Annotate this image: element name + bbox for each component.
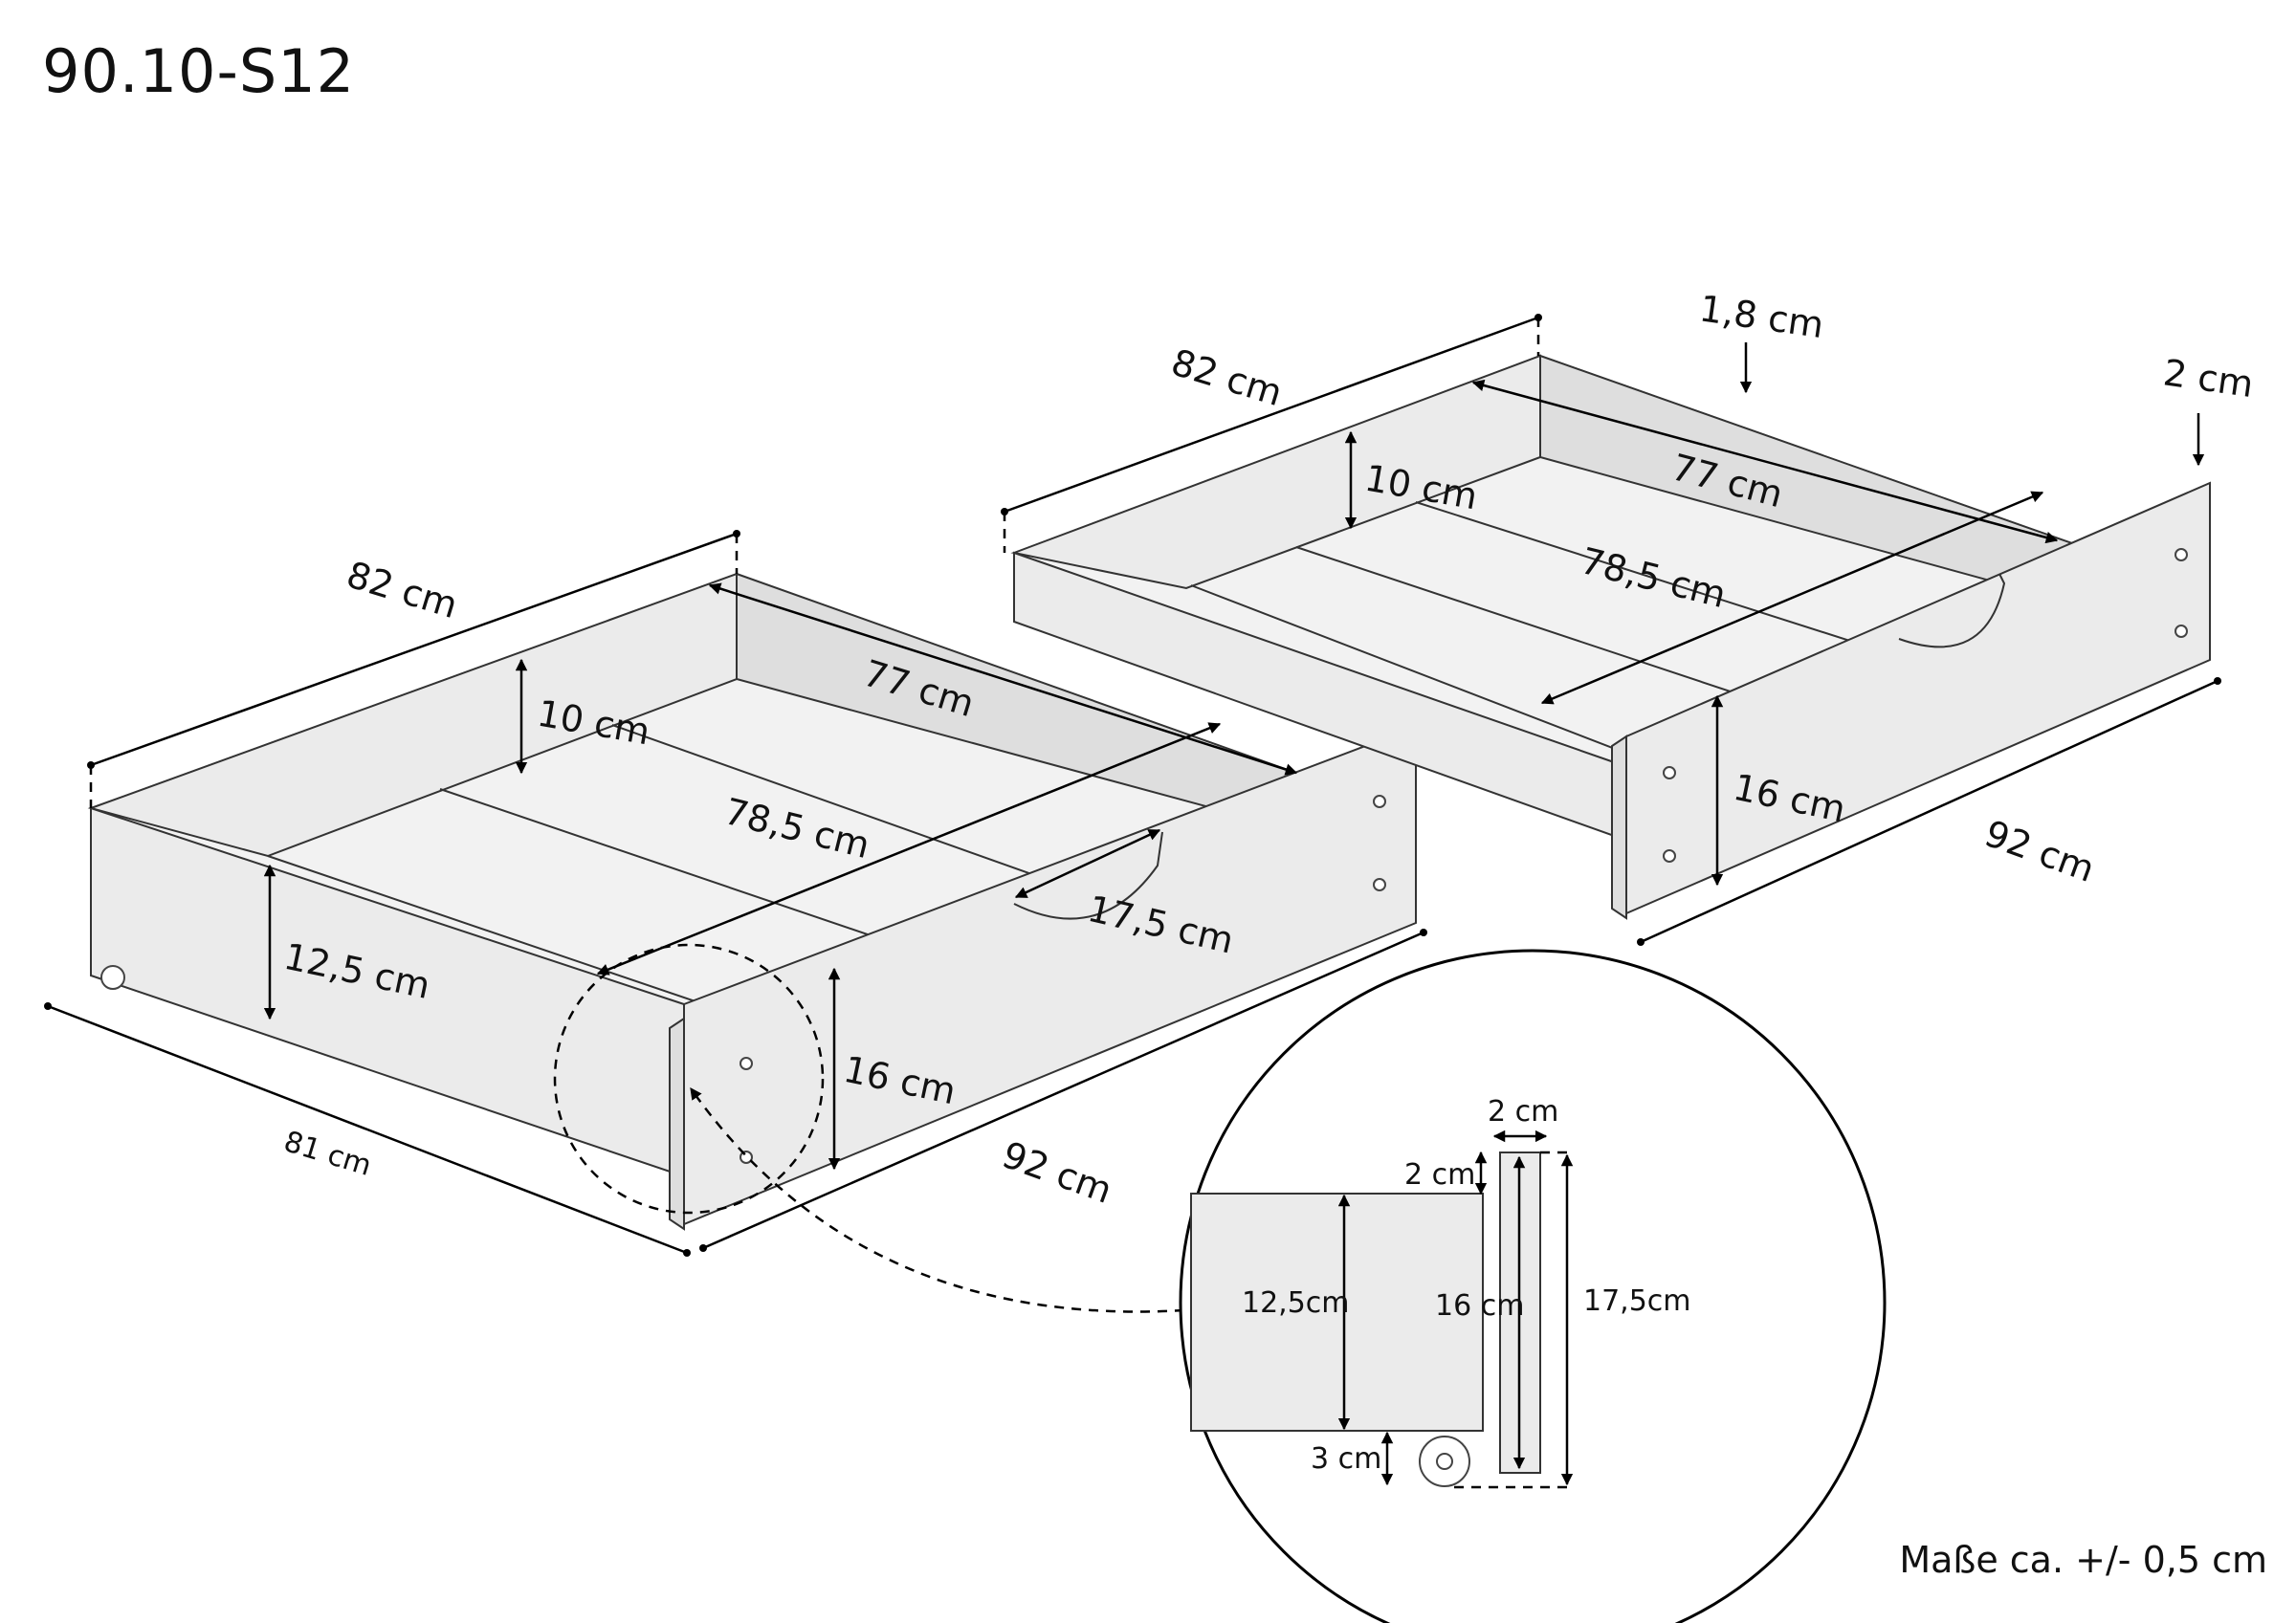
right-drawer-screw-hole — [2175, 548, 2188, 561]
left-drawer: 82 cm 77 cm 10 cm 78,5 cm 12,5 cm 16 cm … — [44, 530, 1427, 1257]
left-drawer-screw-hole — [740, 1057, 753, 1070]
detail-source-circle — [553, 943, 825, 1215]
detail-label-side-height: 12,5cm — [1242, 1286, 1350, 1320]
right-dim-outer-length-line — [1637, 677, 2221, 946]
detail-pointer-arrow — [689, 1086, 1185, 1313]
right-label-panel-thickness: 1,8 cm — [1697, 287, 1826, 346]
detail-label-wheel-clearance: 3 cm — [1311, 1442, 1381, 1476]
right-drawer-screw-hole — [2175, 625, 2188, 638]
detail-label-front-thickness: 2 cm — [1488, 1095, 1558, 1129]
right-drawer-front-edge — [1611, 735, 1627, 920]
right-dim-inner-length-line — [1540, 491, 2044, 705]
left-label-outer-length: 92 cm — [997, 1133, 1117, 1212]
detail-wheel-hub-icon — [1436, 1453, 1453, 1470]
drawing-code: 90.10-S12 — [42, 36, 356, 106]
left-dim-side-length-line — [44, 1002, 691, 1257]
right-dim-depth-line — [1001, 314, 1542, 515]
right-label-front-thickness: 2 cm — [2161, 351, 2256, 406]
detail-label-total-height: 17,5cm — [1583, 1284, 1691, 1318]
left-dim-depth-line — [87, 530, 740, 769]
left-label-depth: 82 cm — [342, 554, 462, 627]
detail-callout: 2 cm 2 cm 12,5cm 16 cm 17,5cm 3 cm — [553, 943, 1887, 1623]
detail-label-top-offset: 2 cm — [1404, 1158, 1475, 1192]
detail-label-front-height: 16 cm — [1435, 1289, 1524, 1323]
left-drawer-screw-hole — [1373, 878, 1386, 891]
right-label-depth: 82 cm — [1166, 341, 1287, 415]
right-drawer-screw-hole — [1663, 766, 1676, 779]
right-label-outer-length: 92 cm — [1979, 812, 2100, 890]
left-drawer-screw-hole — [1373, 795, 1386, 808]
left-drawer-wheel-icon — [100, 965, 125, 990]
detail-side-panel — [1190, 1193, 1484, 1432]
left-label-side-length: 81 cm — [280, 1125, 376, 1183]
left-dim-handle-height-line — [1014, 828, 1161, 899]
left-drawer-front-edge — [669, 1017, 685, 1231]
tolerance-note: Maße ca. +/- 0,5 cm — [1899, 1539, 2267, 1581]
right-drawer-screw-hole — [1663, 849, 1676, 863]
left-dim-outer-length-line — [699, 929, 1427, 1252]
right-drawer: 82 cm 1,8 cm 2 cm 77 cm 10 cm 78,5 cm 16… — [1001, 287, 2256, 946]
